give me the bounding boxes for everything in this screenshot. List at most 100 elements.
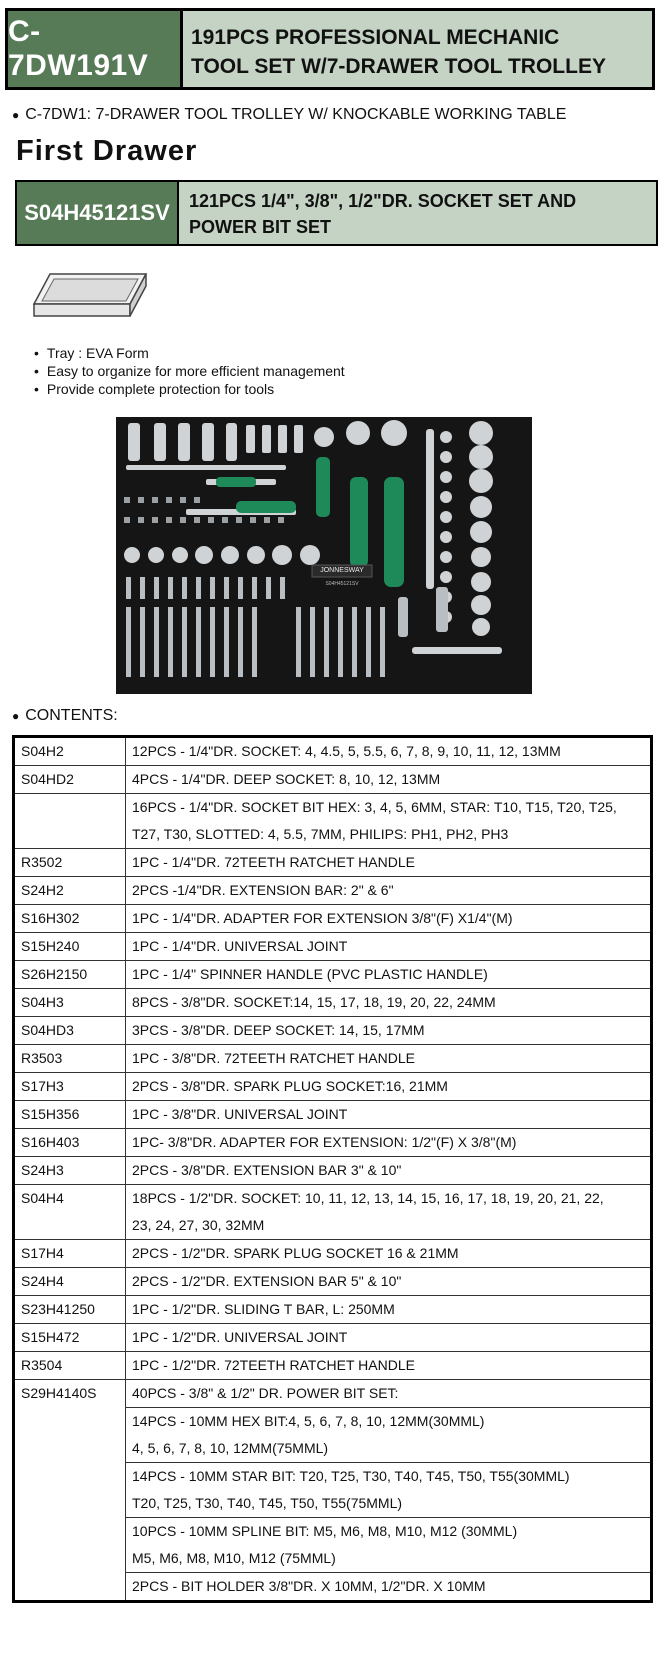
description-line: 1PC - 1/4" SPINNER HANDLE (PVC PLASTIC H…	[132, 966, 488, 982]
tool-tray-photo: JONNESWAY S04H45121SV	[116, 417, 532, 694]
item-description: 1PC - 3/8"DR. UNIVERSAL JOINT	[125, 1100, 652, 1129]
item-description: 14PCS - 10MM STAR BIT: T20, T25, T30, T4…	[125, 1462, 652, 1518]
item-description: 40PCS - 3/8" & 1/2" DR. POWER BIT SET:	[125, 1379, 652, 1408]
item-description: 16PCS - 1/4"DR. SOCKET BIT HEX: 3, 4, 5,…	[125, 793, 652, 849]
table-row: 2PCS - BIT HOLDER 3/8"DR. X 10MM, 1/2"DR…	[14, 1572, 652, 1602]
item-description: 1PC - 1/4"DR. UNIVERSAL JOINT	[125, 932, 652, 961]
item-code: S24H4	[13, 1267, 126, 1296]
product-title: 191PCS PROFESSIONAL MECHANIC TOOL SET W/…	[180, 11, 652, 87]
trolley-note: ●C-7DW1: 7-DRAWER TOOL TROLLEY W/ KNOCKA…	[12, 106, 566, 124]
description-line: 2PCS - 1/2"DR. SPARK PLUG SOCKET 16 & 21…	[132, 1245, 459, 1261]
item-code: S04H3	[13, 988, 126, 1017]
description-line: 18PCS - 1/2"DR. SOCKET: 10, 11, 12, 13, …	[132, 1190, 604, 1206]
item-description: 18PCS - 1/2"DR. SOCKET: 10, 11, 12, 13, …	[125, 1184, 652, 1240]
table-row: S26H2150 1PC - 1/4" SPINNER HANDLE (PVC P…	[13, 960, 652, 989]
description-line: 1PC - 3/8"DR. 72TEETH RATCHET HANDLE	[132, 1050, 415, 1066]
item-code: S16H302	[13, 904, 126, 933]
item-description: 2PCS - 3/8"DR. EXTENSION BAR 3" & 10"	[125, 1156, 652, 1185]
description-line: 2PCS - 3/8"DR. EXTENSION BAR 3" & 10"	[132, 1162, 402, 1178]
part-number-label: S04H45121SV	[325, 581, 359, 587]
bullet-icon: ●	[12, 709, 20, 723]
contents-table-body: S04H2 12PCS - 1/4"DR. SOCKET: 4, 4.5, 5, …	[13, 736, 652, 1602]
feature-item: Tray : EVA Form	[34, 344, 345, 362]
contents-label-text: CONTENTS:	[25, 707, 118, 724]
description-line: 1PC - 1/2"DR. 72TEETH RATCHET HANDLE	[132, 1357, 415, 1373]
table-row: S16H302 1PC - 1/4"DR. ADAPTER FOR EXTENSI…	[13, 904, 652, 933]
set-header: S04H45121SV 121PCS 1/4", 3/8", 1/2"DR. S…	[15, 180, 658, 246]
drawer-heading: First Drawer	[16, 135, 198, 167]
item-description: 2PCS - 1/2"DR. SPARK PLUG SOCKET 16 & 21…	[125, 1239, 652, 1268]
table-row: R3502 1PC - 1/4"DR. 72TEETH RATCHET HANDL…	[13, 848, 652, 877]
description-line: 2PCS - 1/2"DR. EXTENSION BAR 5" & 10"	[132, 1273, 402, 1289]
item-code: S15H472	[13, 1323, 126, 1352]
table-row: 14PCS - 10MM HEX BIT:4, 5, 6, 7, 8, 10, …	[14, 1407, 652, 1463]
item-description: 1PC - 1/2"DR. 72TEETH RATCHET HANDLE	[125, 1351, 652, 1380]
item-description: 2PCS -1/4"DR. EXTENSION BAR: 2" & 6"	[125, 876, 652, 905]
description-line: 14PCS - 10MM STAR BIT: T20, T25, T30, T4…	[132, 1468, 570, 1484]
item-description: 1PC - 1/2"DR. SLIDING T BAR, L: 250MM	[125, 1295, 652, 1324]
table-row: S04H2 12PCS - 1/4"DR. SOCKET: 4, 4.5, 5, …	[13, 736, 652, 766]
contents-label: ● CONTENTS:	[12, 707, 118, 725]
table-row: S24H3 2PCS - 3/8"DR. EXTENSION BAR 3" & 1…	[13, 1156, 652, 1185]
set-title-line-1: 121PCS 1/4", 3/8", 1/2"DR. SOCKET SET AN…	[189, 191, 577, 211]
description-line: 2PCS - BIT HOLDER 3/8"DR. X 10MM, 1/2"DR…	[132, 1578, 486, 1594]
feature-item: Provide complete protection for tools	[34, 380, 345, 398]
item-description: 3PCS - 3/8"DR. DEEP SOCKET: 14, 15, 17MM	[125, 1016, 652, 1045]
item-code: S17H4	[13, 1239, 126, 1268]
description-line: 8PCS - 3/8"DR. SOCKET:14, 15, 17, 18, 19…	[132, 994, 496, 1010]
description-line: 1PC - 1/4"DR. ADAPTER FOR EXTENSION 3/8"…	[132, 910, 513, 926]
description-line: 1PC - 1/4"DR. UNIVERSAL JOINT	[132, 938, 348, 954]
item-code: R3502	[13, 848, 126, 877]
set-title-line-2: POWER BIT SET	[189, 217, 332, 237]
description-line: 1PC - 3/8"DR. UNIVERSAL JOINT	[132, 1106, 348, 1122]
description-line: 14PCS - 10MM HEX BIT:4, 5, 6, 7, 8, 10, …	[132, 1413, 485, 1429]
item-description: 1PC - 1/4"DR. ADAPTER FOR EXTENSION 3/8"…	[125, 904, 652, 933]
description-line: 23, 24, 27, 30, 32MM	[132, 1217, 265, 1233]
description-line: 12PCS - 1/4"DR. SOCKET: 4, 4.5, 5, 5.5, …	[132, 743, 561, 759]
item-code: S26H2150	[13, 960, 126, 989]
product-title-line-1: 191PCS PROFESSIONAL MECHANIC	[191, 26, 560, 49]
table-row: S04HD3 3PCS - 3/8"DR. DEEP SOCKET: 14, 15…	[13, 1016, 652, 1045]
item-description: 2PCS - 1/2"DR. EXTENSION BAR 5" & 10"	[125, 1267, 652, 1296]
item-description: 1PC- 3/8"DR. ADAPTER FOR EXTENSION: 1/2"…	[125, 1128, 652, 1157]
item-description: 4PCS - 1/4"DR. DEEP SOCKET: 8, 10, 12, 1…	[125, 765, 652, 794]
description-line: 2PCS - 3/8"DR. SPARK PLUG SOCKET:16, 21M…	[132, 1078, 448, 1094]
item-code: S15H356	[13, 1100, 126, 1129]
table-row: S15H356 1PC - 3/8"DR. UNIVERSAL JOINT	[13, 1100, 652, 1129]
feature-item: Easy to organize for more efficient mana…	[34, 362, 345, 380]
item-description: 2PCS - 3/8"DR. SPARK PLUG SOCKET:16, 21M…	[125, 1072, 652, 1101]
contents-table: S04H2 12PCS - 1/4"DR. SOCKET: 4, 4.5, 5, …	[12, 735, 653, 1603]
description-line: M5, M6, M8, M10, M12 (75MML)	[132, 1550, 336, 1566]
tool-tray-image: JONNESWAY S04H45121SV	[116, 417, 532, 694]
item-code: S04H4	[13, 1184, 126, 1240]
description-line: 3PCS - 3/8"DR. DEEP SOCKET: 14, 15, 17MM	[132, 1022, 425, 1038]
table-row: S16H403 1PC- 3/8"DR. ADAPTER FOR EXTENSIO…	[13, 1128, 652, 1157]
item-code: S16H403	[13, 1128, 126, 1157]
description-line: 4, 5, 6, 7, 8, 10, 12MM(75MML)	[132, 1440, 329, 1456]
table-row: 14PCS - 10MM STAR BIT: T20, T25, T30, T4…	[14, 1462, 652, 1518]
table-row: S04H3 8PCS - 3/8"DR. SOCKET:14, 15, 17, 1…	[13, 988, 652, 1017]
item-description: 1PC - 1/4" SPINNER HANDLE (PVC PLASTIC H…	[125, 960, 652, 989]
item-code: S04HD3	[13, 1016, 126, 1045]
description-line: 1PC- 3/8"DR. ADAPTER FOR EXTENSION: 1/2"…	[132, 1134, 517, 1150]
description-line: 1PC - 1/4"DR. 72TEETH RATCHET HANDLE	[132, 854, 415, 870]
item-code: S04H2	[13, 736, 126, 766]
item-description: 2PCS - BIT HOLDER 3/8"DR. X 10MM, 1/2"DR…	[125, 1572, 652, 1602]
item-code	[13, 793, 126, 849]
item-code: S23H41250	[13, 1295, 126, 1324]
item-description: 1PC - 3/8"DR. 72TEETH RATCHET HANDLE	[125, 1044, 652, 1073]
table-row: S24H4 2PCS - 1/2"DR. EXTENSION BAR 5" & 1…	[13, 1267, 652, 1296]
description-line: 16PCS - 1/4"DR. SOCKET BIT HEX: 3, 4, 5,…	[132, 799, 617, 815]
tray-illustration	[32, 273, 148, 317]
item-code: S24H3	[13, 1156, 126, 1185]
feature-list: Tray : EVA Form Easy to organize for mor…	[34, 344, 345, 398]
product-header: C-7DW191V 191PCS PROFESSIONAL MECHANIC T…	[5, 8, 655, 90]
item-code: S15H240	[13, 932, 126, 961]
